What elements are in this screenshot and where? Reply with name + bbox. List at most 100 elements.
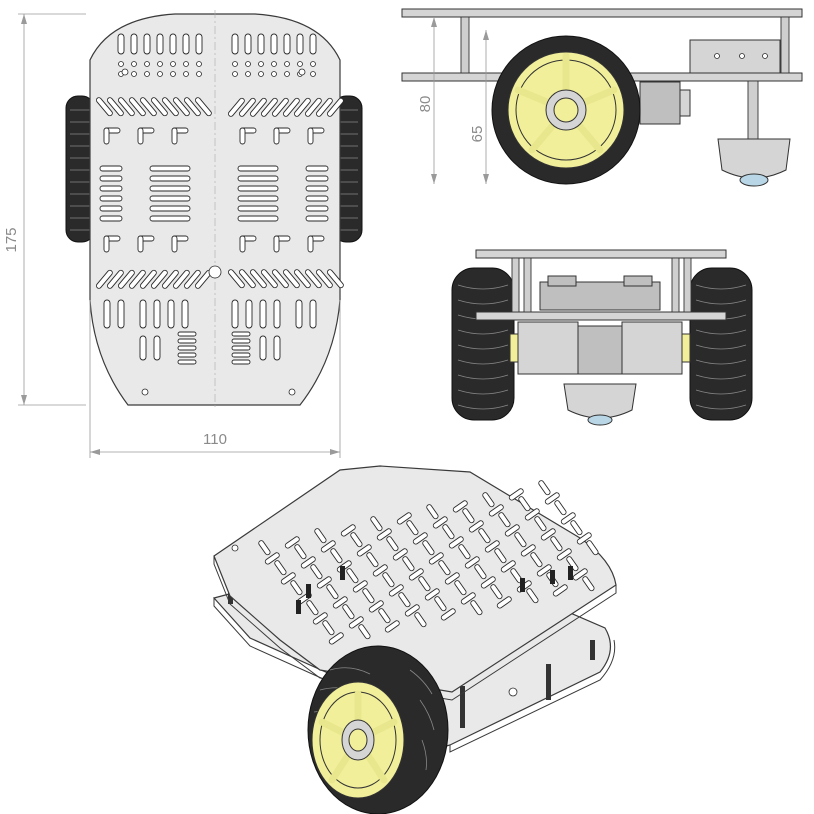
slot: [350, 532, 363, 548]
slot: [260, 269, 278, 289]
side-view-motor: [639, 81, 681, 125]
slot: [320, 540, 336, 553]
slot: [358, 624, 371, 640]
top-view-right-wheel: [333, 95, 363, 243]
slot: [570, 520, 583, 536]
slot: [582, 576, 595, 592]
slot: [328, 632, 344, 645]
slot: [378, 608, 391, 624]
slot: [412, 532, 428, 545]
hole: [144, 61, 150, 67]
slot: [237, 205, 279, 212]
slot: [434, 596, 447, 612]
slot: [103, 235, 110, 253]
slot: [177, 345, 197, 351]
slot: [149, 185, 191, 192]
slot: [402, 556, 415, 572]
slot: [177, 331, 197, 337]
slot: [227, 269, 245, 289]
slot: [280, 572, 296, 585]
slot: [448, 536, 464, 549]
slot: [128, 97, 146, 117]
slot: [182, 33, 190, 55]
slot: [137, 235, 144, 253]
slot: [572, 568, 588, 581]
slot: [106, 269, 124, 289]
slot: [161, 97, 179, 117]
slot: [586, 540, 599, 556]
slot: [484, 540, 500, 553]
hole: [131, 71, 137, 77]
hole: [284, 61, 290, 67]
slot: [460, 592, 476, 605]
slot: [540, 528, 556, 541]
slot: [139, 269, 157, 289]
slot: [494, 548, 507, 564]
slot: [362, 588, 375, 604]
width-label: 110: [203, 431, 227, 448]
slot: [305, 165, 329, 172]
slot: [307, 127, 314, 145]
slot: [496, 596, 512, 609]
dimension-length: 175: [3, 13, 86, 406]
hole: [170, 71, 176, 77]
slot: [332, 596, 348, 609]
front-view-left-wheel: [451, 267, 515, 421]
front-view: [451, 249, 753, 426]
hole: [196, 61, 202, 67]
slot: [468, 520, 484, 533]
slot: [227, 97, 245, 117]
slot: [139, 335, 147, 361]
slot: [239, 127, 246, 145]
slot: [500, 560, 516, 573]
slot: [296, 33, 304, 55]
slot: [312, 612, 328, 625]
slot: [169, 33, 177, 55]
slot: [177, 359, 197, 365]
slot: [508, 488, 524, 501]
iso-slot-pattern: [258, 480, 599, 645]
slot: [130, 33, 138, 55]
slot: [309, 33, 317, 55]
front-view-bottom-plate: [475, 311, 727, 321]
center-hole: [208, 265, 222, 279]
slot: [264, 552, 280, 565]
slot: [231, 352, 251, 358]
slot: [282, 269, 300, 289]
slot: [480, 576, 496, 589]
hole: [118, 61, 124, 67]
slot: [307, 235, 314, 253]
slot: [414, 612, 427, 628]
slot: [156, 33, 164, 55]
slot: [498, 512, 511, 528]
slot: [271, 97, 289, 117]
slot: [167, 299, 175, 329]
slot: [305, 205, 329, 212]
hole: [271, 71, 277, 77]
slot: [518, 496, 531, 512]
slot: [382, 572, 395, 588]
slot: [352, 580, 368, 593]
slot: [231, 338, 251, 344]
slot: [536, 564, 552, 577]
side-view-top-plate: [401, 8, 803, 18]
top-view-slot-pattern: [95, 33, 344, 365]
slot: [426, 504, 439, 520]
slot: [231, 33, 239, 55]
slot: [257, 33, 265, 55]
slot: [238, 97, 256, 117]
slot: [388, 584, 404, 597]
slot: [326, 584, 339, 600]
slot: [149, 205, 191, 212]
slot: [273, 127, 280, 145]
slot: [284, 536, 300, 549]
hole: [245, 61, 251, 67]
slot: [406, 520, 419, 536]
slot: [305, 185, 329, 192]
slot: [137, 127, 144, 145]
slot: [249, 97, 267, 117]
slot: [554, 500, 567, 516]
slot: [177, 352, 197, 358]
slot: [150, 97, 168, 117]
